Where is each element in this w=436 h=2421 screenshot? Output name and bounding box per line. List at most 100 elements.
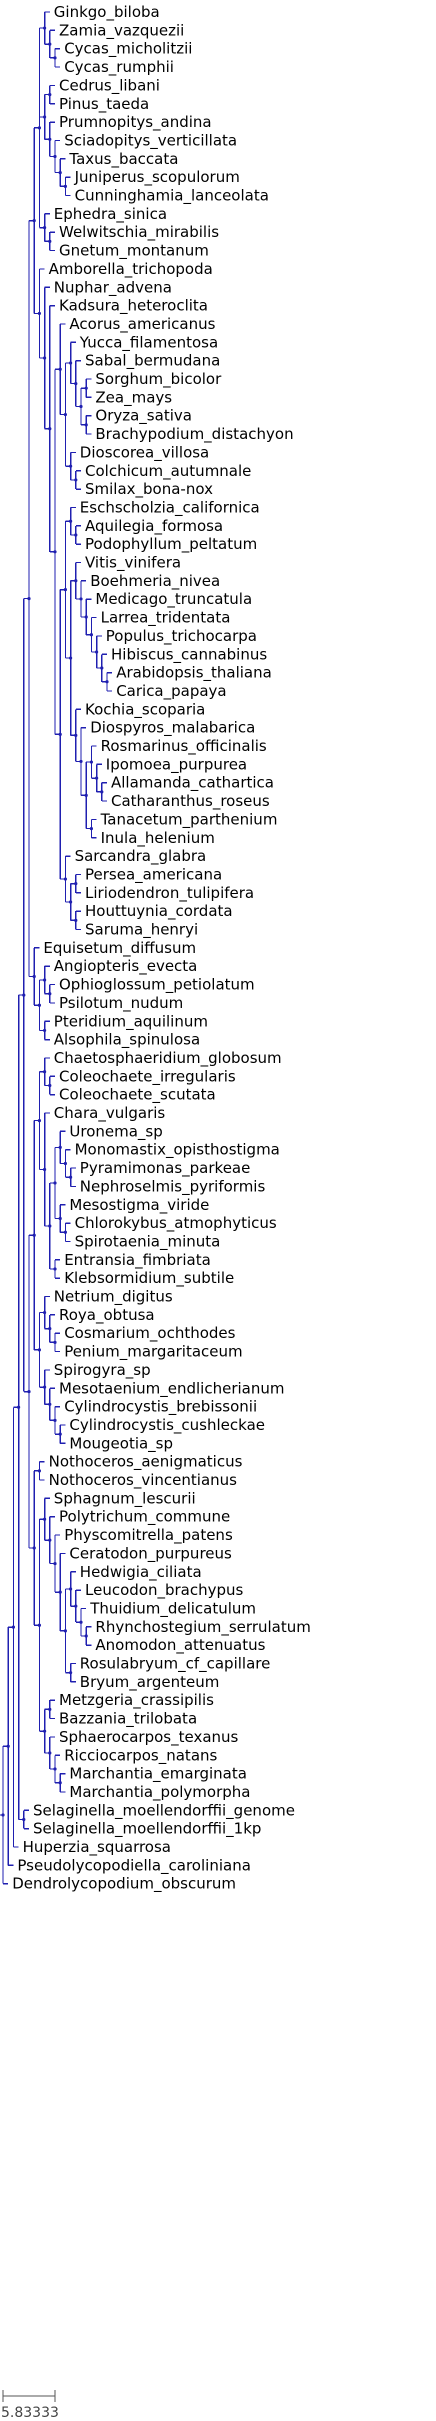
leaf-label-houttuynia-cordata: Houttuynia_cordata xyxy=(85,902,233,921)
internal-node-46 xyxy=(43,356,47,360)
leaf-label-allamanda-cathartica: Allamanda_cathartica xyxy=(111,774,274,793)
internal-node-63 xyxy=(53,1267,57,1271)
internal-node-58 xyxy=(63,1161,67,1166)
leaf-label-colchicum-autumnale: Colchicum_autumnale xyxy=(85,462,251,481)
internal-node-15 xyxy=(74,381,78,386)
internal-node-39 xyxy=(74,882,78,886)
leaf-label-angiopteris-evecta: Angiopteris_evecta xyxy=(54,957,198,976)
internal-node-8 xyxy=(43,115,47,119)
internal-node-13 xyxy=(84,423,88,427)
leaf-label-ginkgo-biloba: Ginkgo_biloba xyxy=(54,3,160,22)
internal-node-67 xyxy=(53,1340,57,1344)
internal-node-86 xyxy=(43,1517,47,1521)
leaf-label-sphaerocarpos-texanus: Sphaerocarpos_texanus xyxy=(59,1728,239,1747)
leaf-label-gnetum-montanum: Gnetum_montanum xyxy=(59,242,209,261)
internal-node-100 xyxy=(1,1813,5,1817)
internal-node-54 xyxy=(27,596,31,601)
leaf-label-klebsormidium-subtile: Klebsormidium_subtile xyxy=(64,1269,234,1288)
leaf-label-kochia-scoparia: Kochia_scoparia xyxy=(85,700,205,719)
leaf-label-larrea-tridentata: Larrea_tridentata xyxy=(101,609,231,628)
leaf-label-eschscholzia-californica: Eschscholzia_californica xyxy=(80,499,260,518)
internal-node-0 xyxy=(53,56,57,60)
internal-node-37 xyxy=(69,656,73,660)
leaf-label-marchantia-emarginata: Marchantia_emarginata xyxy=(69,1765,247,1784)
internal-node-64 xyxy=(48,1224,52,1228)
leaf-label-cosmarium-ochthodes: Cosmarium_ochthodes xyxy=(64,1324,235,1343)
internal-node-27 xyxy=(84,615,88,619)
leaf-label-netrium-digitus: Netrium_digitus xyxy=(54,1288,173,1307)
leaf-label-chaetosphaeridium-globosum: Chaetosphaeridium_globosum xyxy=(54,1049,282,1068)
leaf-label-psilotum-nudum: Psilotum_nudum xyxy=(59,994,183,1013)
internal-node-23 xyxy=(105,680,109,684)
internal-node-73 xyxy=(43,1385,47,1389)
leaf-label-polytrichum-commune: Polytrichum_commune xyxy=(59,1508,230,1527)
internal-node-70 xyxy=(58,1432,62,1436)
leaf-label-chara-vulgaris: Chara_vulgaris xyxy=(54,1104,166,1123)
leaf-label-nephroselmis-pyriformis: Nephroselmis_pyriformis xyxy=(80,1177,266,1196)
internal-node-69 xyxy=(43,1310,47,1315)
leaf-label-coleochaete-irregularis: Coleochaete_irregularis xyxy=(59,1067,236,1086)
internal-node-11 xyxy=(37,126,42,130)
internal-node-56 xyxy=(43,1070,47,1074)
leaf-label-huperzia-squarrosa: Huperzia_squarrosa xyxy=(23,1838,171,1857)
leaf-label-smilax-bona-nox: Smilax_bona-nox xyxy=(85,480,213,499)
internal-node-87 xyxy=(48,1707,52,1711)
scale-bar-label: 5.83333 xyxy=(1,2405,59,2421)
leaf-label-nothoceros-aenigmaticus: Nothoceros_aenigmaticus xyxy=(49,1453,243,1472)
internal-node-50 xyxy=(43,978,47,982)
leaf-label-kadsura-heteroclita: Kadsura_heteroclita xyxy=(59,297,208,316)
leaf-label-juniperus-scopulorum: Juniperus_scopulorum xyxy=(74,168,240,187)
leaf-label-hibiscus-cannabinus: Hibiscus_cannabinus xyxy=(111,645,267,664)
internal-node-36 xyxy=(74,733,78,737)
leaf-label-welwitschia-mirabilis: Welwitschia_mirabilis xyxy=(59,223,219,242)
leaf-label-sciadopitys-verticillata: Sciadopitys_verticillata xyxy=(64,132,237,151)
leaf-label-arabidopsis-thaliana: Arabidopsis_thaliana xyxy=(116,664,272,683)
internal-node-7 xyxy=(48,137,52,141)
leaf-label-saruma-henryi: Saruma_henryi xyxy=(85,921,198,940)
leaf-label-ophioglossum-petiolatum: Ophioglossum_petiolatum xyxy=(59,976,255,995)
leaf-label-cycas-micholitzii: Cycas_micholitzii xyxy=(64,40,192,59)
internal-node-94 xyxy=(27,1390,31,1394)
leaf-label-penium-margaritaceum: Penium_margaritaceum xyxy=(64,1343,242,1362)
internal-node-16 xyxy=(69,361,73,365)
internal-node-30 xyxy=(100,790,104,794)
internal-node-62 xyxy=(53,1181,57,1185)
leaf-label-taxus-baccata: Taxus_baccata xyxy=(68,150,178,169)
internal-node-74 xyxy=(37,1348,42,1352)
internal-node-84 xyxy=(53,1561,57,1566)
leaf-label-bryum-argenteum: Bryum_argenteum xyxy=(80,1673,220,1692)
leaf-label-alsophila-spinulosa: Alsophila_spinulosa xyxy=(54,1031,200,1050)
internal-node-49 xyxy=(48,992,52,996)
leaf-label-acorus-americanus: Acorus_americanus xyxy=(69,315,215,334)
internal-node-22 xyxy=(69,519,73,523)
leaf-label-thuidium-delicatulum: Thuidium_delicatulum xyxy=(89,1600,256,1619)
leaf-label-bazzania-trilobata: Bazzania_trilobata xyxy=(59,1710,197,1729)
internal-node-33 xyxy=(89,826,93,831)
leaf-label-nothoceros-vincentianus: Nothoceros_vincentianus xyxy=(49,1471,238,1490)
internal-node-44 xyxy=(53,550,57,554)
leaf-label-entransia-fimbriata: Entransia_fimbriata xyxy=(64,1251,211,1270)
internal-node-81 xyxy=(69,1671,73,1675)
internal-node-59 xyxy=(58,1145,62,1150)
internal-node-29 xyxy=(74,579,78,583)
internal-node-40 xyxy=(74,918,78,922)
internal-node-20 xyxy=(58,367,62,371)
internal-node-5 xyxy=(58,170,62,175)
internal-node-97 xyxy=(17,1405,21,1409)
leaf-label-carica-papaya: Carica_papaya xyxy=(116,682,226,701)
leaf-label-aquilegia-formosa: Aquilegia_formosa xyxy=(85,517,223,536)
internal-node-80 xyxy=(69,1587,73,1591)
internal-node-90 xyxy=(48,1751,52,1755)
leaf-label-physcomitrella-patens: Physcomitrella_patens xyxy=(64,1526,233,1545)
internal-node-3 xyxy=(48,92,52,97)
leaf-label-sphagnum-lescurii: Sphagnum_lescurii xyxy=(54,1489,196,1508)
leaf-label-ipomoea-purpurea: Ipomoea_purpurea xyxy=(106,755,247,774)
internal-node-53 xyxy=(32,974,36,979)
internal-node-71 xyxy=(53,1418,57,1422)
internal-node-31 xyxy=(95,776,99,780)
leaf-label-uronema-sp: Uronema_sp xyxy=(69,1122,162,1141)
internal-node-99 xyxy=(6,1744,10,1748)
internal-node-89 xyxy=(53,1767,57,1771)
internal-node-61 xyxy=(58,1216,62,1221)
